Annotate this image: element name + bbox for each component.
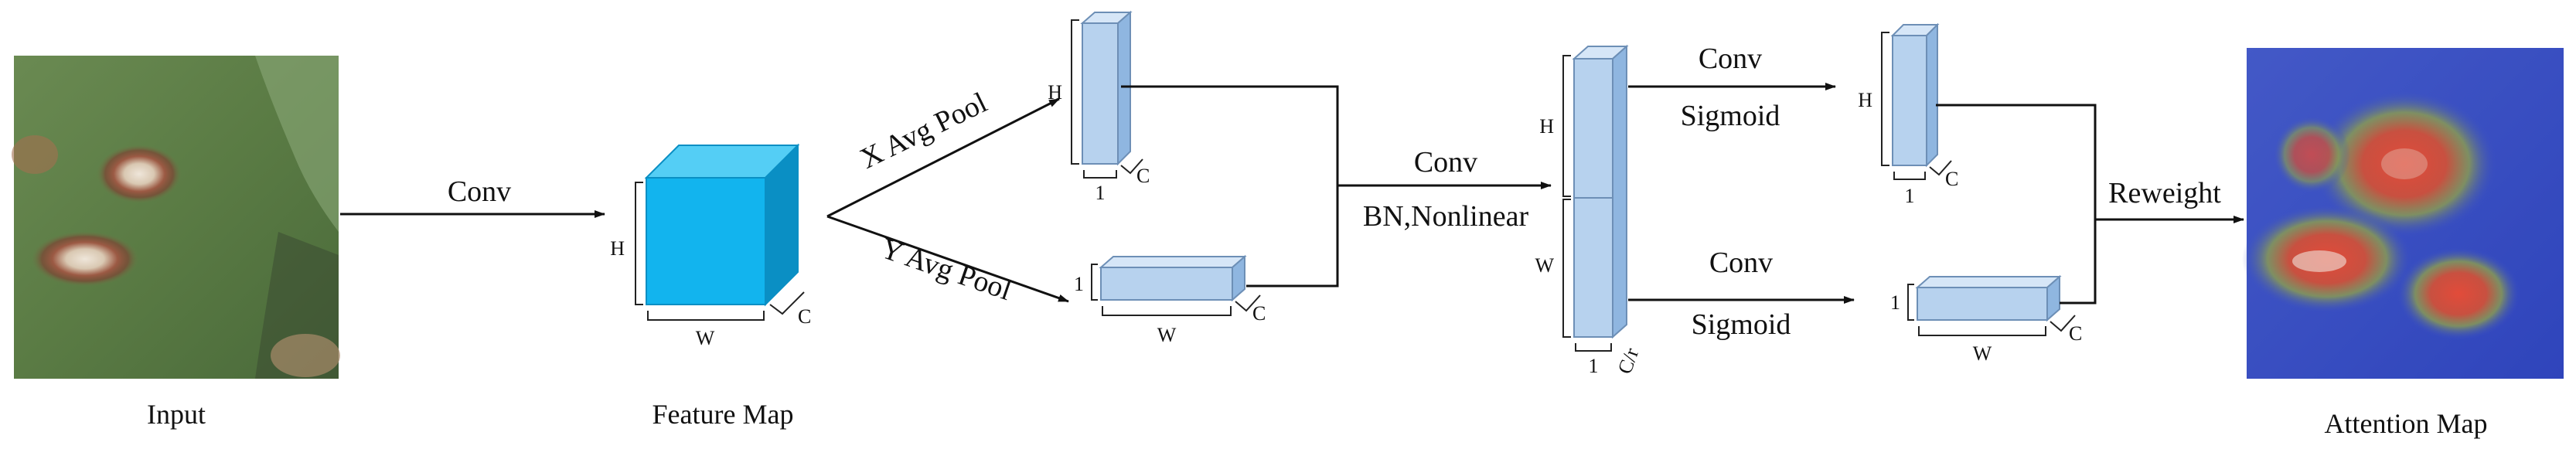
h-att-h-label: H: [1858, 89, 1872, 111]
h-brace-h-att: [1881, 32, 1889, 166]
mid-tensor-w-label: W: [1535, 254, 1554, 277]
reweight-label: Reweight: [2108, 177, 2221, 209]
y-pool-label: Y Avg Pool: [877, 232, 1015, 307]
input-caption: Input: [147, 399, 206, 430]
y-pool-arrow: [826, 215, 1069, 303]
mid-tensor-h-label: H: [1539, 115, 1554, 138]
one-brace-x: [1083, 170, 1117, 179]
feature-map-cube: [644, 143, 800, 307]
h-attention-tensor: [1890, 22, 1940, 168]
c-brace-h-att: [1929, 160, 1952, 176]
one-brace-y: [1091, 264, 1098, 301]
y-tensor-w-label: W: [1157, 324, 1177, 346]
cube-h-label: H: [610, 237, 625, 260]
conv-top-label: Conv: [1699, 43, 1762, 75]
w-att-w-label: W: [1973, 342, 1992, 365]
w-att-one-label: 1: [1890, 291, 1900, 314]
attention-map-image: [2242, 48, 2564, 379]
conv-mid-label: Conv: [1414, 146, 1477, 179]
sigmoid-top-label: Sigmoid: [1681, 100, 1780, 132]
c-brace-y: [1235, 294, 1261, 312]
h-brace-x: [1071, 19, 1079, 165]
x-pool-arrow: [826, 97, 1060, 218]
x-pool-label: X Avg Pool: [855, 87, 992, 175]
input-image: [12, 56, 340, 379]
c-brace-w-att: [2050, 315, 2076, 332]
x-tensor-c-label: C: [1136, 165, 1150, 187]
h-att-c-label: C: [1945, 168, 1958, 190]
c-brace-x: [1120, 158, 1143, 175]
x-tensor-one-label: 1: [1095, 182, 1106, 204]
w-brace-w-att: [1918, 326, 2046, 336]
sigmoid-bottom-label: Sigmoid: [1692, 308, 1791, 341]
one-brace-h-att: [1893, 172, 1926, 180]
one-brace-w-att: [1907, 284, 1914, 321]
y-pooled-tensor: [1099, 254, 1247, 302]
feature-map-caption: Feature Map: [653, 399, 794, 430]
y-tensor-one-label: 1: [1074, 273, 1084, 295]
reweight-connector: [1936, 104, 2097, 305]
conv-main-label: Conv: [448, 175, 511, 208]
h-att-one-label: 1: [1905, 185, 1915, 207]
mid-tensor-cr-label: C/r: [1613, 345, 1644, 376]
w-att-c-label: C: [2069, 322, 2082, 345]
cube-w-label: W: [696, 327, 715, 349]
bn-nonlinear-label: BN,Nonlinear: [1363, 200, 1529, 233]
w-brace-cube: [647, 311, 765, 321]
x-tensor-h-label: H: [1048, 81, 1062, 104]
mid-tensor-one-label: 1: [1589, 355, 1599, 377]
w-attention-tensor: [1915, 274, 2062, 322]
w-brace-y: [1102, 306, 1232, 316]
one-brace-mid: [1575, 343, 1612, 352]
x-pooled-tensor: [1080, 10, 1133, 166]
conv-bottom-label: Conv: [1709, 247, 1773, 279]
c-brace-cube: [769, 291, 805, 315]
cube-c-label: C: [798, 305, 811, 328]
h-brace-cube: [635, 182, 643, 305]
h-brace-mid: [1562, 55, 1571, 197]
y-tensor-c-label: C: [1252, 302, 1266, 325]
attention-map-caption: Attention Map: [2325, 408, 2488, 439]
w-brace-mid: [1562, 199, 1571, 338]
intermediate-tensor: [1572, 44, 1629, 339]
